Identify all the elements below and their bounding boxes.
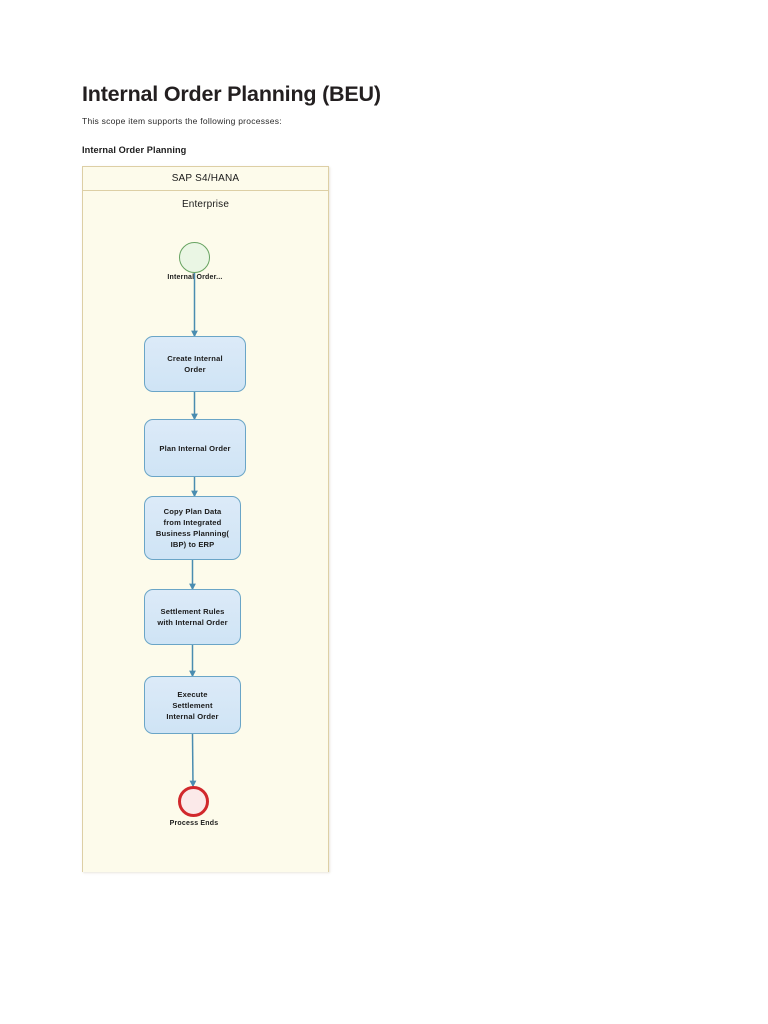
task-label-line: Order bbox=[184, 365, 206, 374]
task-label-line: Plan Internal Order bbox=[159, 443, 231, 453]
start-event-label-line-2: Order... bbox=[196, 274, 223, 281]
start-event-label-line-1: Internal bbox=[167, 274, 195, 281]
task-create-internal-order[interactable]: Create Internal Order bbox=[144, 336, 246, 392]
page-title: Internal Order Planning (BEU) bbox=[82, 82, 381, 106]
task-label-line: IBP) to ERP bbox=[170, 540, 215, 549]
task-label-line: with Internal Order bbox=[157, 618, 228, 627]
task-label-line: Internal Order bbox=[166, 711, 219, 721]
start-event-label: Internal Order... bbox=[155, 273, 235, 283]
process-pool: SAP S4/HANA Enterprise bbox=[82, 166, 329, 872]
task-label-line: Settlement bbox=[172, 700, 213, 710]
start-event-circle[interactable] bbox=[179, 242, 210, 273]
task-execute-settlement[interactable]: Execute Settlement Internal Order bbox=[144, 676, 241, 734]
pool-header-label: SAP S4/HANA bbox=[83, 167, 328, 191]
lane-label: Enterprise bbox=[181, 199, 230, 210]
section-heading: Internal Order Planning bbox=[82, 145, 187, 155]
task-label-line: Settlement Rules bbox=[160, 607, 225, 616]
task-label-line: from Integrated bbox=[163, 518, 222, 527]
task-settlement-rules[interactable]: Settlement Rules with Internal Order bbox=[144, 589, 241, 645]
end-event-label: Process Ends bbox=[169, 820, 219, 827]
task-copy-plan-data[interactable]: Copy Plan Data from Integrated Business … bbox=[144, 496, 241, 560]
task-label-line: Create Internal bbox=[167, 354, 223, 363]
page-subtitle: This scope item supports the following p… bbox=[82, 116, 282, 126]
task-plan-internal-order[interactable]: Plan Internal Order bbox=[144, 419, 246, 477]
task-label-line: Business Planning( bbox=[155, 529, 230, 538]
task-label-line: Copy Plan Data bbox=[163, 507, 222, 516]
task-label-line: Execute bbox=[177, 689, 208, 699]
end-event-circle[interactable] bbox=[178, 786, 209, 817]
